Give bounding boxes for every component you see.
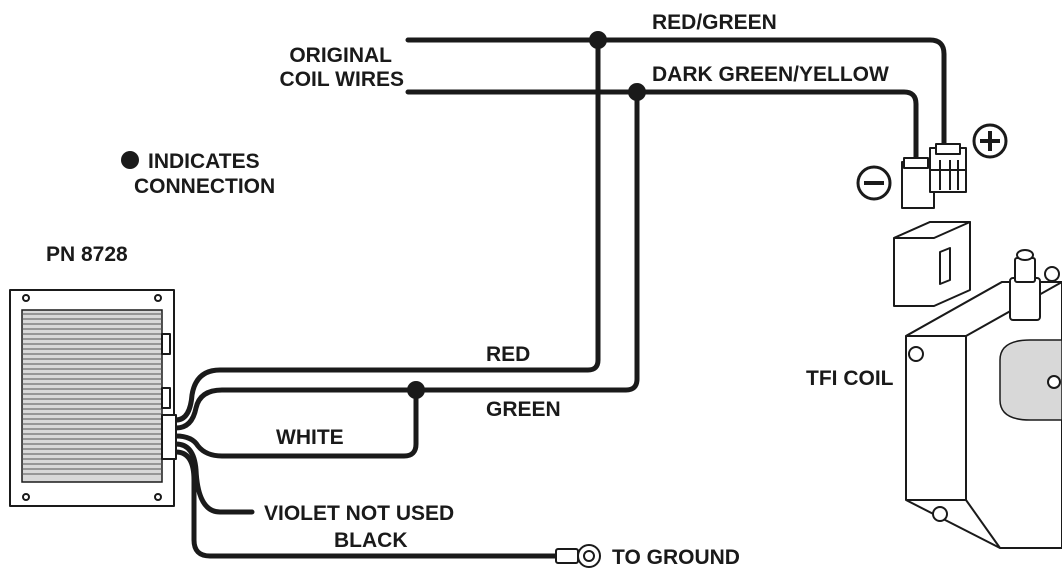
red-green-label: RED/GREEN bbox=[652, 11, 777, 34]
plus-symbol bbox=[972, 123, 1008, 159]
dark-green-yellow-label: DARK GREEN/YELLOW bbox=[652, 63, 889, 86]
coil-connector bbox=[901, 143, 967, 209]
legend-label-1: INDICATES bbox=[148, 150, 260, 173]
original-coil-wires-label-2: COIL WIRES bbox=[280, 68, 404, 91]
wire-white bbox=[173, 387, 419, 459]
to-ground-label: TO GROUND bbox=[612, 546, 740, 569]
green-wire-label: GREEN bbox=[486, 398, 561, 421]
tfi-coil-label: TFI COIL bbox=[806, 367, 894, 390]
connection-dots bbox=[407, 31, 646, 399]
part-number-label: PN 8728 bbox=[46, 243, 128, 266]
violet-wire-label: VIOLET NOT USED bbox=[264, 502, 454, 525]
white-wire-label: WHITE bbox=[276, 426, 344, 449]
wire-violet bbox=[173, 441, 255, 515]
minus-symbol bbox=[856, 165, 892, 201]
legend-dot bbox=[121, 151, 139, 169]
wire-red-green bbox=[405, 37, 947, 151]
junction-white bbox=[407, 381, 425, 399]
junction-red bbox=[589, 31, 607, 49]
wire-red bbox=[173, 37, 601, 423]
wire-black bbox=[173, 449, 561, 559]
tfi-coil bbox=[893, 221, 1062, 549]
original-coil-wires-label-1: ORIGINAL bbox=[289, 44, 392, 67]
wire-green bbox=[173, 89, 640, 431]
ground-terminal bbox=[555, 544, 601, 568]
junction-green bbox=[628, 83, 646, 101]
labels: ORIGINAL COIL WIRES RED/GREEN DARK GREEN… bbox=[46, 11, 894, 569]
wires bbox=[173, 37, 947, 559]
legend-label-2: CONNECTION bbox=[134, 175, 275, 198]
black-wire-label: BLACK bbox=[334, 529, 408, 552]
ignition-module bbox=[9, 289, 177, 507]
red-wire-label: RED bbox=[486, 343, 530, 366]
wire-dark-green-yellow bbox=[405, 89, 919, 163]
